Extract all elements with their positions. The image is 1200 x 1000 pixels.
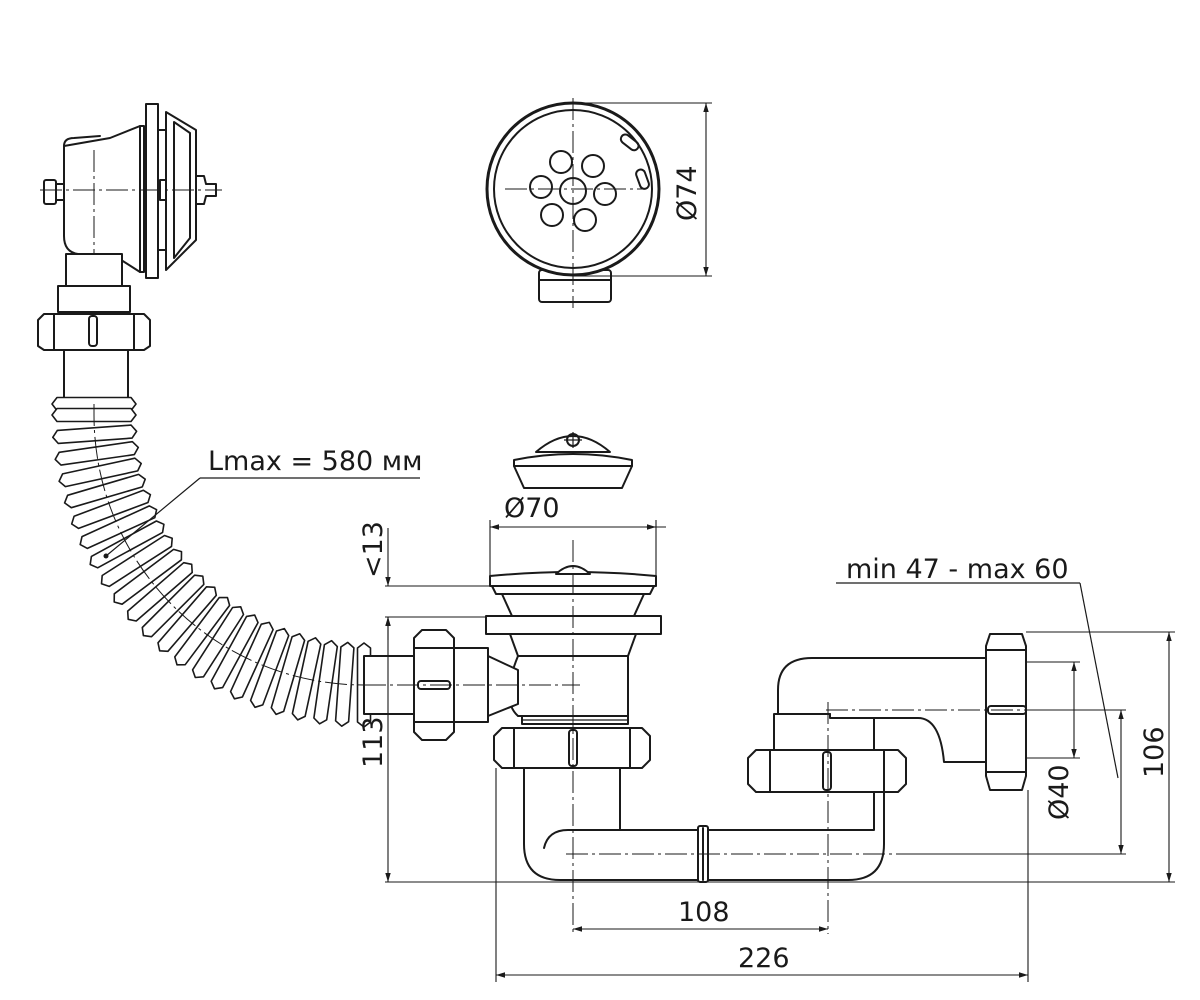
- hose-connector: [363, 629, 519, 741]
- overflow-head: [37, 103, 222, 399]
- flange-gap-label: <13: [358, 521, 389, 578]
- overall-length-label: 226: [738, 943, 790, 974]
- corrugated-hose: [51, 396, 372, 728]
- center-lines: [364, 540, 1040, 934]
- strainer-diameter-label: Ø74: [672, 165, 703, 221]
- drain-nut: [493, 727, 651, 769]
- height-range-dimension: min 47 - max 60: [836, 554, 1126, 855]
- plug-diameter-label: Ø70: [504, 493, 560, 524]
- hose-rib: [174, 596, 231, 666]
- drain-height-label: 113: [358, 716, 389, 768]
- hose-length-label: Lmax = 580 мм: [208, 446, 423, 477]
- overflow-slots: [619, 133, 650, 190]
- hose-rib: [229, 621, 274, 700]
- center-distance-label: 108: [678, 897, 730, 928]
- trap-height-dimension: 106: [1026, 631, 1175, 882]
- hose-rib: [63, 473, 146, 509]
- outlet-diameter-dimension: Ø40: [1026, 661, 1080, 820]
- height-range-label: min 47 - max 60: [846, 554, 1069, 585]
- plug-diameter-dimension: Ø70: [489, 493, 666, 578]
- plug-cap: [513, 432, 633, 489]
- strainer-top-view: Ø74: [485, 98, 712, 308]
- outlet-diameter-label: Ø40: [1044, 764, 1075, 820]
- drain-body: [485, 565, 662, 725]
- hose-rib: [141, 574, 205, 638]
- hose-rib: [51, 424, 138, 445]
- flange-gap-dimension: <13: [358, 521, 500, 640]
- center-distance-dimension: 108: [573, 897, 828, 932]
- hose-length-callout: Lmax = 580 мм: [103, 446, 423, 559]
- trap-height-label: 106: [1139, 726, 1170, 778]
- hose-centerline: [93, 404, 365, 686]
- u-trap: [523, 713, 907, 883]
- drain-height-dimension: 113: [358, 617, 1175, 883]
- strainer-holes: [529, 150, 617, 232]
- overall-length-dimension: 226: [495, 768, 1029, 982]
